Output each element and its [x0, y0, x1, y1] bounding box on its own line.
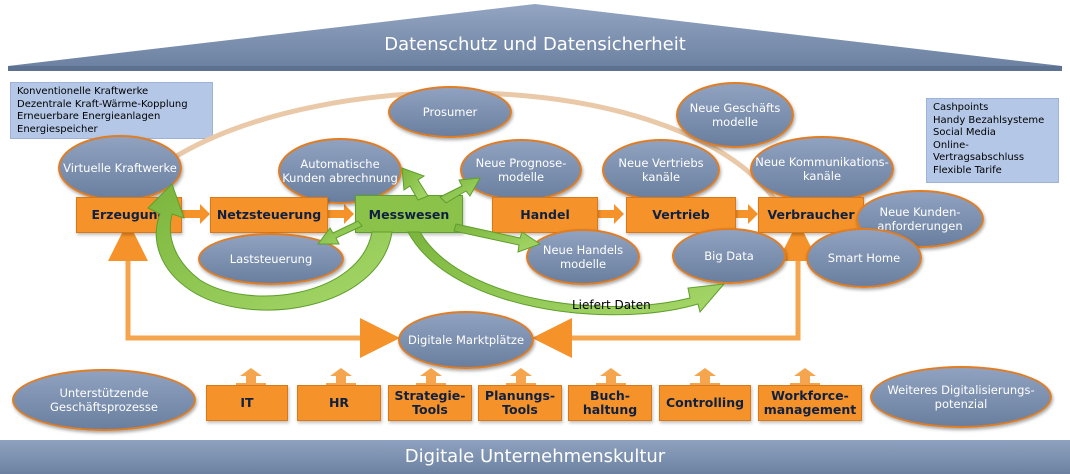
pillar-arrow-buchhaltung — [596, 368, 626, 386]
pillar-planungs-tools: Planungs- Tools — [478, 385, 562, 421]
green-arrow-to-abrechnung — [401, 167, 429, 201]
info-line: Konventionelle Kraftwerke — [17, 86, 149, 97]
green-arrow-to-prognose — [439, 177, 481, 204]
pillar-arrow-it — [236, 368, 266, 386]
ellipse-automatische-kundenabrechnung: Automatische Kunden abrechnung — [278, 138, 402, 204]
box-messwesen: Messwesen — [355, 195, 463, 233]
chain-arrow-1 — [182, 204, 210, 224]
pillar-controlling: Controlling — [659, 385, 751, 421]
ellipse-neue-vertriebskanaele: Neue Vertriebs kanäle — [602, 139, 720, 201]
ellipse-neue-handelsmodelle: Neue Handels modelle — [526, 229, 640, 285]
pillar-strategie-tools: Strategie- Tools — [388, 385, 472, 421]
ellipse-digitale-marktplaetze: Digitale Marktplätze — [398, 311, 534, 369]
ellipse-neue-kommunikationskanaele: Neue Kommunikations- kanäle — [750, 136, 894, 202]
info-line: Dezentrale Kraft-Wärme-Kopplung — [17, 98, 188, 110]
roof-title: Datenschutz und Datensicherheit — [384, 34, 686, 55]
green-arrow-to-laststeuerung — [317, 220, 363, 245]
ellipse-prosumer: Prosumer — [388, 86, 512, 138]
prosumer-arc — [168, 90, 778, 202]
green-curve-to-bigdata — [407, 231, 726, 316]
pillar-hr: HR — [297, 385, 381, 421]
liefert-daten-label: Liefert Daten — [572, 298, 651, 312]
box-vertrieb: Vertrieb — [626, 197, 736, 233]
foundation-title: Digitale Unternehmenskultur — [404, 446, 666, 467]
ellipse-unterstuetzende-geschaeftsprozesse: Unterstützende Geschäftsprozesse — [12, 369, 196, 431]
info-line: Social Media — [933, 127, 996, 138]
info-box-generation: Konventionelle Kraftwerke Dezentrale Kra… — [10, 82, 213, 139]
info-line: Vertragsabschluss — [933, 152, 1025, 163]
pillar-arrow-planung — [506, 368, 536, 386]
info-line: Flexible Tarife — [933, 164, 1002, 176]
info-box-consumer: Cashpoints Handy Bezahlsysteme Social Me… — [926, 98, 1059, 183]
ellipse-laststeuerung: Laststeuerung — [198, 233, 344, 285]
foundation-band — [0, 440, 1070, 474]
info-line: Cashpoints — [933, 102, 989, 113]
ellipse-smart-home: Smart Home — [806, 228, 922, 288]
chain-arrow-4 — [736, 204, 758, 224]
info-line: Handy Bezahlsysteme — [933, 114, 1045, 126]
ellipse-neue-geschaeftsmodelle: Neue Geschäfts modelle — [676, 82, 794, 148]
roof-band — [8, 4, 1062, 71]
pillar-arrow-hr — [326, 368, 356, 386]
ellipse-weiteres-digitalisierungspotenzial: Weiteres Digitalisierungs- potenzial — [870, 366, 1052, 428]
ellipse-neue-kundenanforderungen: Neue Kunden- anforderungen — [856, 190, 984, 248]
info-line: Energiespeicher — [17, 123, 98, 135]
pillar-arrow-controlling — [690, 368, 720, 386]
info-line: Erneuerbare Energieanlagen — [17, 111, 161, 122]
pillar-buchhaltung: Buch- haltung — [568, 385, 652, 421]
box-verbraucher: Verbraucher — [758, 197, 864, 233]
pillar-arrow-workforce — [790, 368, 820, 386]
ellipse-neue-prognosemodelle: Neue Prognose- modelle — [460, 139, 582, 201]
pillar-arrow-strategie — [416, 368, 446, 386]
pillar-workforce-management: Workforce- management — [758, 385, 862, 421]
chain-arrow-3 — [598, 204, 624, 224]
box-handel: Handel — [492, 197, 598, 233]
ellipse-virtuelle-kraftwerke: Virtuelle Kraftwerke — [58, 135, 182, 201]
chain-arrow-2 — [328, 204, 354, 224]
green-arrow-to-handelsmodelle — [453, 223, 542, 253]
info-line: Online- — [933, 139, 969, 151]
green-curve-to-kraftwerke — [147, 183, 393, 311]
ellipse-big-data: Big Data — [672, 228, 786, 284]
pillar-it: IT — [206, 385, 288, 421]
